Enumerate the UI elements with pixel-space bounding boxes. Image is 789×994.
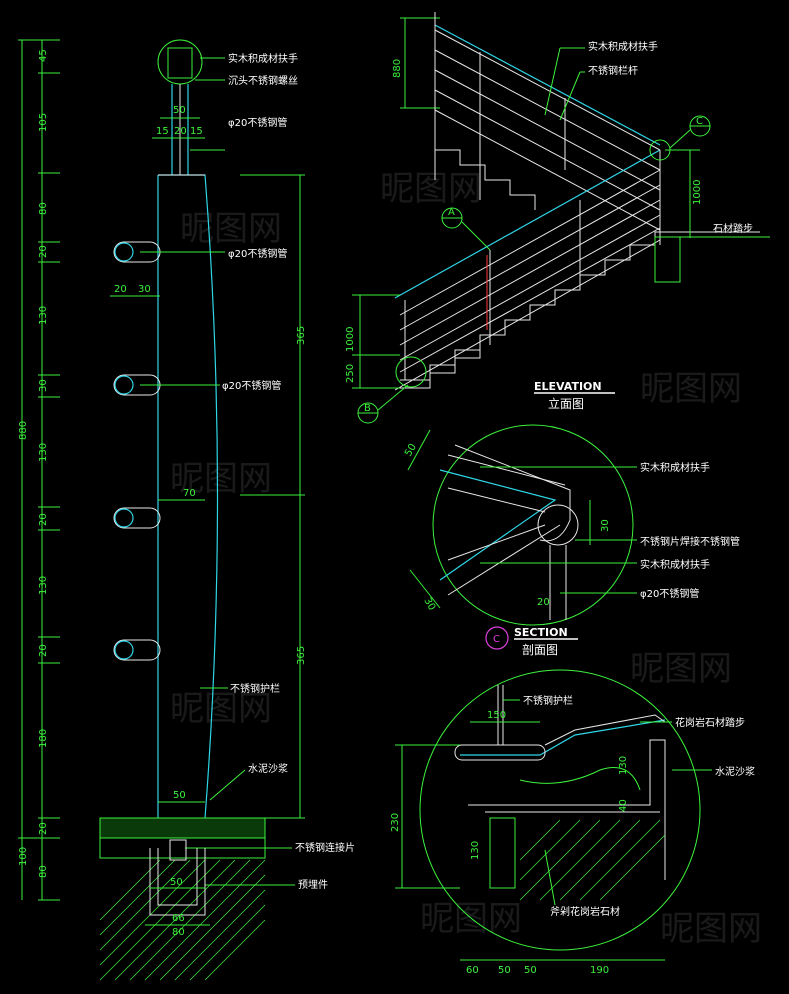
dim-20-top: 20 bbox=[174, 126, 187, 137]
dim-50-base: 50 bbox=[173, 790, 186, 801]
dim-sec-30b: 30 bbox=[600, 519, 611, 532]
watermark: 昵图网 昵图网 昵图网 昵图网 昵图网 昵图网 昵图网 昵图网 bbox=[170, 169, 762, 949]
dim-15b: 15 bbox=[190, 126, 203, 137]
dim-elev-880: 880 bbox=[392, 59, 403, 78]
label-mortar: 水泥沙浆 bbox=[248, 762, 288, 775]
title-elevation: ELEVATION bbox=[534, 380, 602, 393]
watermark-text-3: 昵图网 bbox=[640, 369, 742, 409]
dim-elev-1000b: 1000 bbox=[692, 180, 703, 205]
dim-20-pipe: 20 bbox=[114, 284, 127, 295]
elevation-view: 880 bbox=[345, 12, 770, 424]
dim-15a: 15 bbox=[156, 126, 169, 137]
dim-66: 66 bbox=[172, 913, 185, 924]
section-c-view: 50 30 30 20 实木积成材扶手 不锈钢片焊接不锈钢管 实木积成材扶手 φ… bbox=[403, 424, 740, 657]
title-section: SECTION bbox=[514, 626, 568, 639]
label-plate: 不锈钢连接片 bbox=[295, 841, 355, 854]
label-det-guard: 不锈钢护栏 bbox=[523, 694, 573, 707]
label-post-handrail: 实木积成材扶手 bbox=[228, 52, 298, 65]
dim-30: 30 bbox=[38, 379, 49, 392]
marker-a: A bbox=[448, 207, 455, 218]
label-embed: 预埋件 bbox=[298, 879, 328, 891]
dim-100: 100 bbox=[18, 847, 29, 866]
post-section-view: 45 105 80 20 130 30 130 20 130 20 180 20… bbox=[18, 39, 355, 981]
dim-det-40: 40 bbox=[618, 799, 629, 812]
label-guard: 不锈钢护栏 bbox=[230, 682, 280, 695]
dim-130c: 130 bbox=[38, 576, 49, 595]
dim-elev-1000a: 1000 bbox=[345, 327, 356, 352]
dim-det-150: 150 bbox=[487, 710, 506, 721]
label-sec-handrail-2: 实木积成材扶手 bbox=[640, 558, 710, 571]
dim-det-130a: 130 bbox=[618, 756, 629, 775]
dim-det-50b: 50 bbox=[524, 965, 537, 976]
watermark-text-6: 昵图网 bbox=[170, 689, 272, 729]
label-pipe-1: φ20不锈钢管 bbox=[228, 116, 287, 129]
watermark-text-5: 昵图网 bbox=[630, 649, 732, 689]
dim-80-embed: 80 bbox=[172, 927, 185, 938]
dim-sec-50: 50 bbox=[403, 442, 419, 459]
dim-det-60: 60 bbox=[466, 965, 479, 976]
dim-45: 45 bbox=[38, 49, 49, 62]
dim-130b: 130 bbox=[38, 443, 49, 462]
label-sec-weld: 不锈钢片焊接不锈钢管 bbox=[640, 535, 740, 548]
label-sec-handrail-1: 实木积成材扶手 bbox=[640, 461, 710, 474]
dim-80: 80 bbox=[38, 202, 49, 215]
label-elev-handrail: 实木积成材扶手 bbox=[588, 40, 658, 53]
dim-30-pipe: 30 bbox=[138, 284, 151, 295]
dim-80b: 80 bbox=[38, 865, 49, 878]
dim-20b: 20 bbox=[38, 513, 49, 526]
watermark-text-7: 昵图网 bbox=[420, 899, 522, 939]
watermark-text-4: 昵图网 bbox=[170, 459, 272, 499]
dim-180: 180 bbox=[38, 729, 49, 748]
dim-elev-250: 250 bbox=[345, 364, 356, 383]
dim-50-top: 50 bbox=[173, 105, 186, 116]
dim-det-230: 230 bbox=[390, 813, 401, 832]
marker-c: C bbox=[696, 116, 703, 127]
title-elevation-cn: 立面图 bbox=[548, 396, 584, 411]
label-det-granite: 斧剁花岗岩石材 bbox=[550, 905, 620, 918]
dim-sec-20: 20 bbox=[537, 597, 550, 608]
title-section-cn: 剖面图 bbox=[522, 643, 558, 657]
step-detail-view: 150 130 40 230 130 60 50 50 190 不锈钢护栏 花岗… bbox=[390, 669, 755, 976]
dim-20a: 20 bbox=[38, 245, 49, 258]
label-pipe-3: φ20不锈钢管 bbox=[222, 379, 281, 392]
label-det-granite-step: 花岗岩石材踏步 bbox=[675, 716, 745, 729]
dim-105: 105 bbox=[38, 113, 49, 132]
watermark-text-1: 昵图网 bbox=[180, 209, 282, 249]
dim-det-50a: 50 bbox=[498, 965, 511, 976]
label-pipe-2: φ20不锈钢管 bbox=[228, 247, 287, 260]
watermark-text-2: 昵图网 bbox=[380, 169, 482, 209]
dim-365b: 365 bbox=[296, 646, 307, 665]
dim-20c: 20 bbox=[38, 644, 49, 657]
dim-70: 70 bbox=[183, 488, 196, 499]
marker-b: B bbox=[364, 403, 371, 414]
label-sec-pipe: φ20不锈钢管 bbox=[640, 587, 699, 600]
dim-50-embed: 50 bbox=[170, 877, 183, 888]
dim-880: 880 bbox=[18, 421, 29, 440]
label-elev-rail: 不锈钢栏杆 bbox=[588, 64, 638, 77]
dim-det-190: 190 bbox=[590, 965, 609, 976]
dim-det-130b: 130 bbox=[470, 841, 481, 860]
watermark-text-8: 昵图网 bbox=[660, 909, 762, 949]
marker-c2: C bbox=[493, 634, 500, 645]
label-stone-step: 石材踏步 bbox=[713, 222, 753, 235]
pipe-stubs bbox=[113, 241, 161, 661]
dim-365a: 365 bbox=[296, 326, 307, 345]
label-det-mortar: 水泥沙浆 bbox=[715, 765, 755, 778]
label-screw: 沉头不锈钢螺丝 bbox=[228, 74, 298, 87]
dim-sec-30a: 30 bbox=[421, 596, 437, 613]
dim-130a: 130 bbox=[38, 306, 49, 325]
dim-20d: 20 bbox=[38, 822, 49, 835]
